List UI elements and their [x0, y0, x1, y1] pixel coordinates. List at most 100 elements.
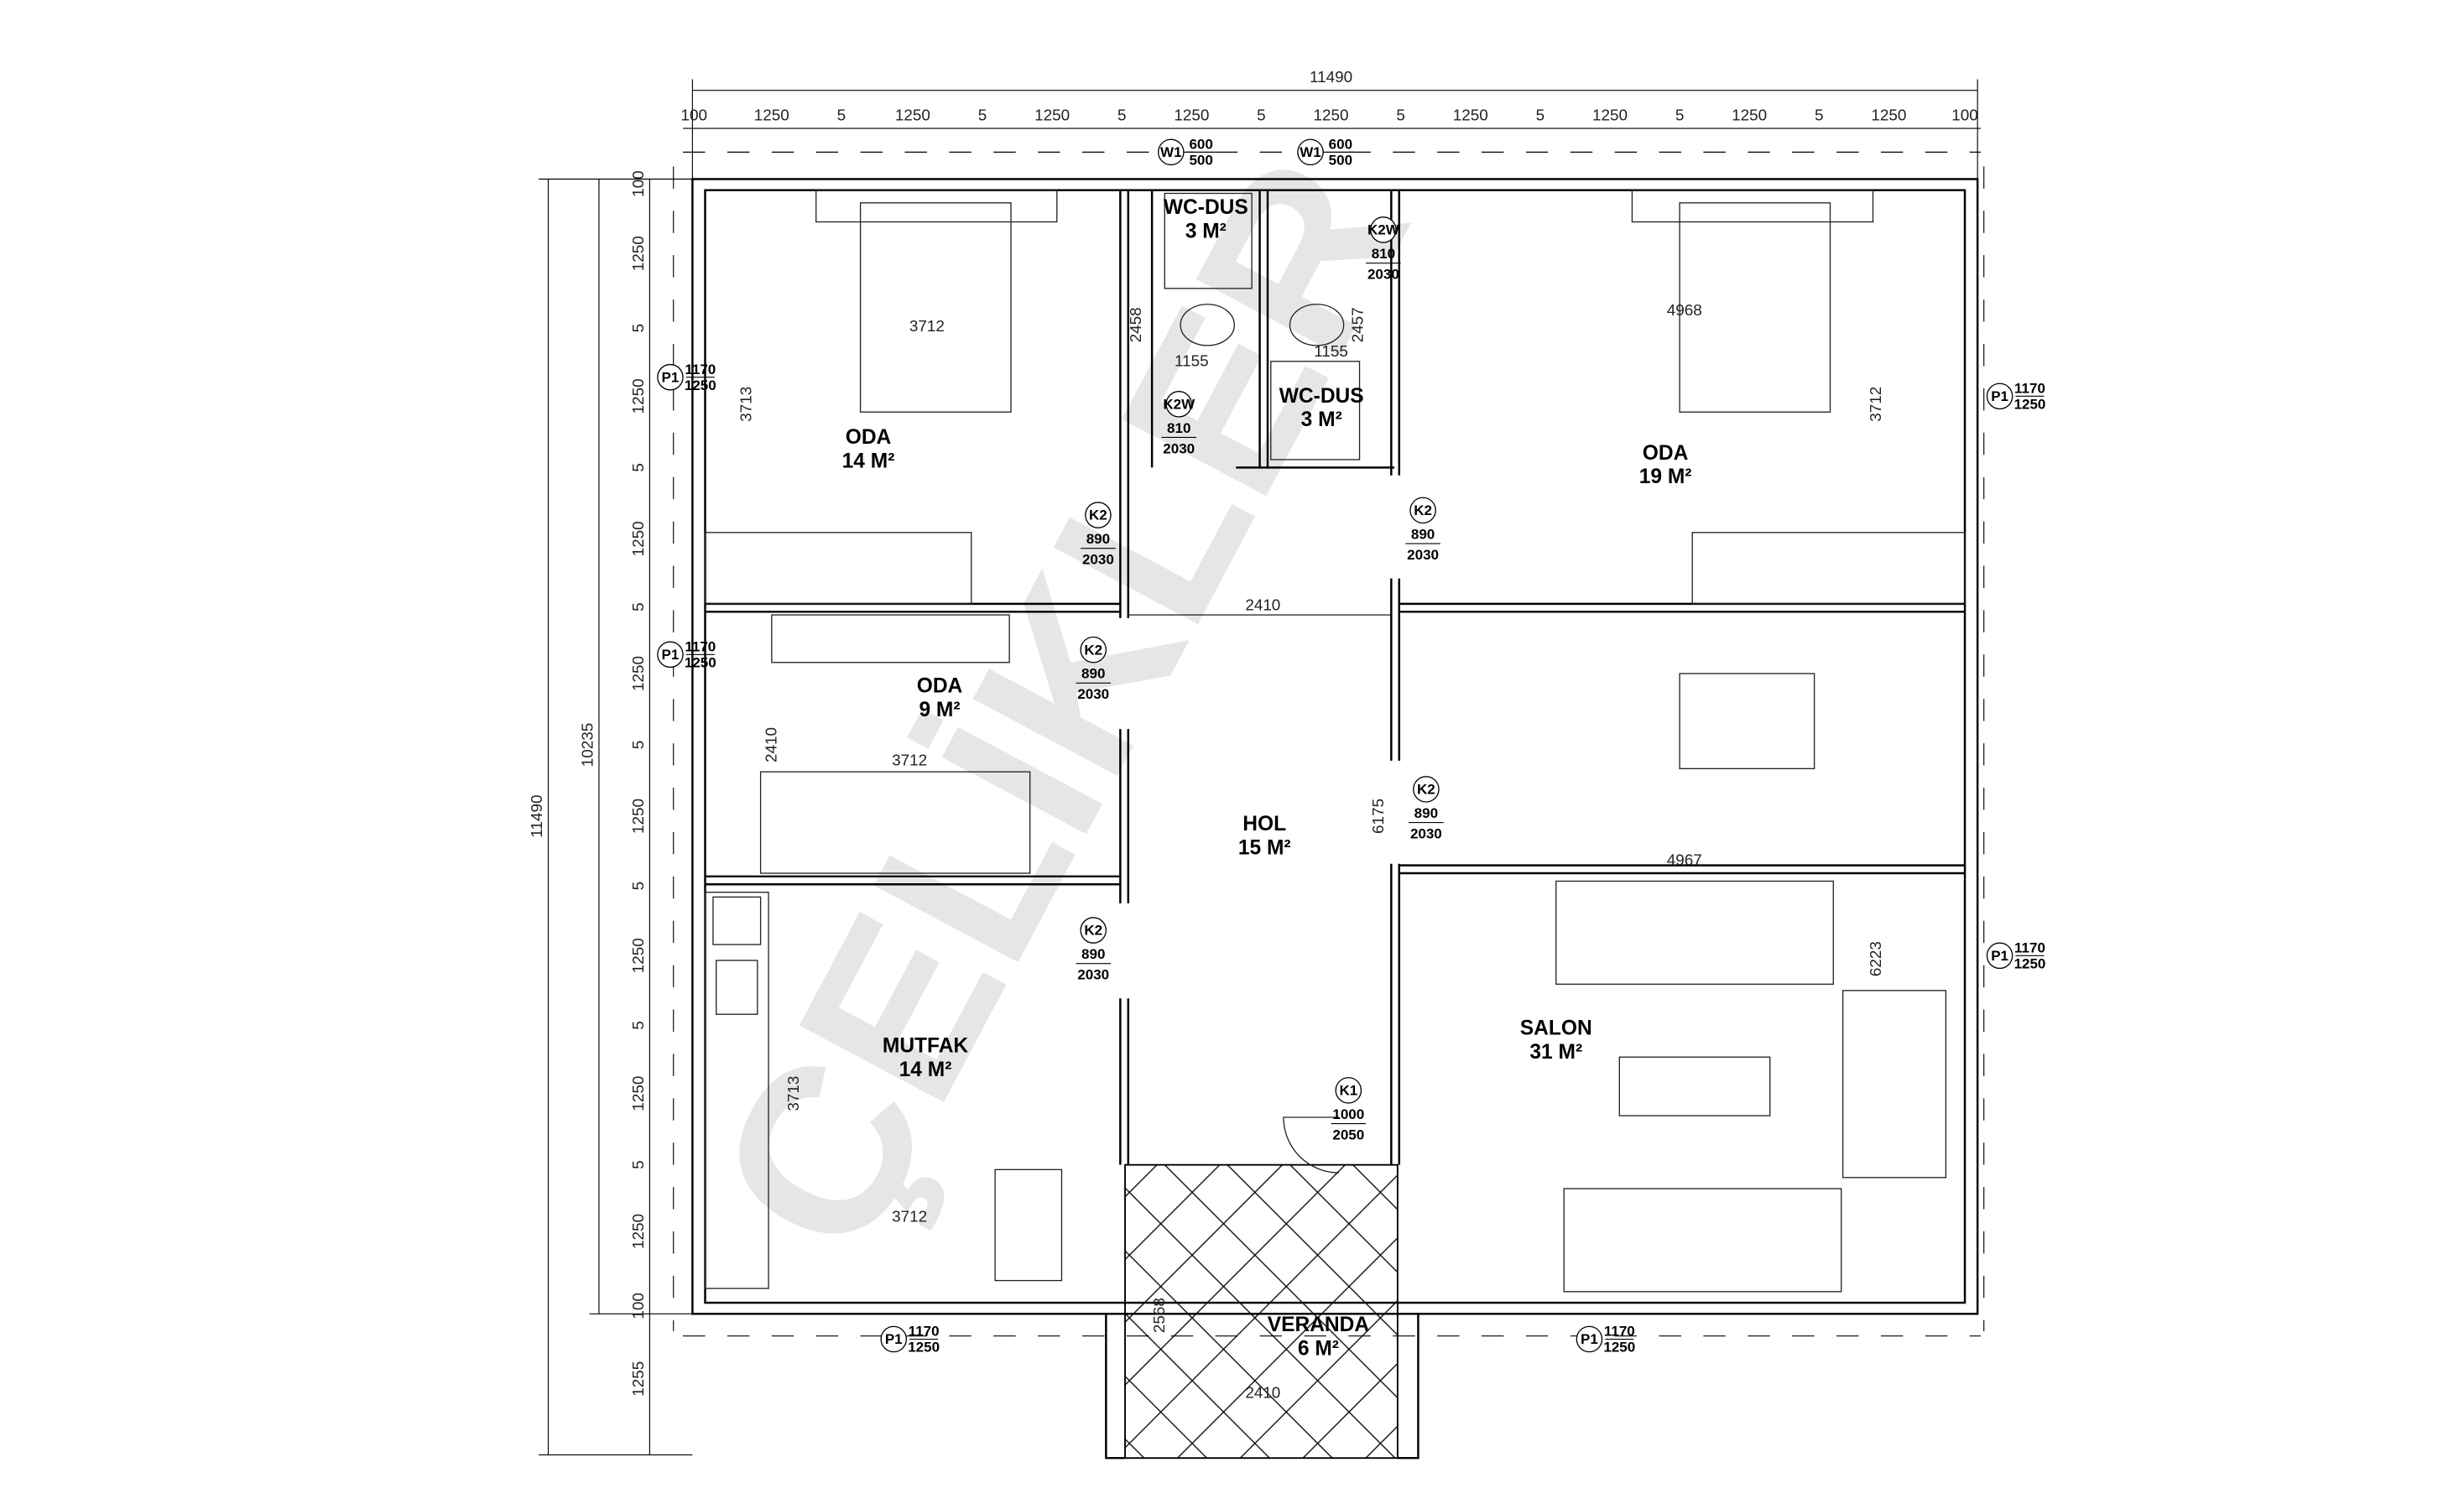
door-code: K2 [1417, 782, 1435, 798]
door-width: 1000 [1332, 1106, 1364, 1122]
left-dim-label: 1250 [630, 521, 648, 556]
inner-dim-label: 4968 [1667, 302, 1702, 320]
wardrobe-right [1691, 532, 1966, 605]
door-height: 2030 [1077, 686, 1109, 702]
door-width: 890 [1411, 526, 1435, 542]
room-name: HOL [1242, 813, 1286, 835]
room-name: SALON [1520, 1017, 1592, 1040]
inner-dim-label: 3713 [737, 387, 755, 422]
window-height: 1250 [685, 377, 716, 393]
door-code: K2 [1084, 642, 1102, 658]
left-dim-label: 1250 [630, 799, 648, 834]
window-tag-circle [1986, 383, 2013, 410]
window-height: 500 [1189, 152, 1212, 168]
window-width: 1170 [685, 639, 716, 655]
window-height: 1250 [2014, 396, 2046, 412]
left-dim-label: 100 [630, 170, 648, 197]
door-tag-circle [1370, 216, 1397, 243]
door-height: 2030 [1163, 440, 1195, 456]
dining-table-kitchen [994, 1168, 1063, 1282]
inner-dim-label: 1155 [1175, 352, 1209, 370]
door-tag-circle [1165, 391, 1192, 418]
sofa-top [1555, 880, 1834, 985]
top-dim-label: 1250 [1732, 107, 1767, 125]
window-tag-circle [1158, 138, 1185, 166]
inner-dim-label: 6175 [1370, 799, 1388, 834]
door-height: 2030 [1082, 552, 1114, 568]
window-code: P1 [885, 1331, 903, 1347]
door-width: 890 [1086, 531, 1110, 547]
room-name: ODA [846, 426, 892, 449]
left-dim-label: 5 [630, 463, 648, 472]
inner-dim-label: 3713 [785, 1076, 803, 1111]
door-width: 890 [1414, 805, 1438, 821]
dimension-lines [539, 79, 1985, 1455]
room-area: 14 M² [842, 450, 895, 472]
top-dim-label: 1250 [1034, 107, 1070, 125]
left-dim-label: 5 [630, 741, 648, 750]
window-tag-circle [1986, 942, 2013, 970]
room-area: 3 M² [1185, 220, 1227, 242]
room-name: WC-DUS [1279, 385, 1364, 408]
top-dim-label: 5 [1257, 107, 1265, 125]
left-dim-label: 1250 [630, 1076, 648, 1111]
top-dim-label: 5 [1815, 107, 1823, 125]
shower-2 [1270, 361, 1361, 461]
inner-dim-label: 3712 [1868, 387, 1885, 422]
room-area: 3 M² [1301, 409, 1342, 431]
window-code: W1 [1160, 144, 1181, 160]
window-tag-circle [1576, 1325, 1603, 1353]
inner-dim-label: 3712 [892, 752, 927, 770]
window-height: 1250 [908, 1340, 940, 1356]
door-code: K1 [1339, 1083, 1357, 1099]
window-width: 1170 [909, 1324, 940, 1340]
left-dim-label: 1250 [630, 938, 648, 973]
overall-height-label: 11490 [529, 794, 546, 837]
veranda-deck [1124, 1163, 1399, 1460]
door-tags: K28902030K28902030K28902030K28902030K289… [1076, 216, 1444, 1142]
bed-right [1679, 202, 1831, 413]
window-code: P1 [662, 647, 680, 663]
coffee-table [1618, 1056, 1771, 1116]
top-dim-label: 5 [1117, 107, 1126, 125]
top-dim-label: 1250 [1314, 107, 1349, 125]
door-height: 2050 [1332, 1127, 1364, 1142]
inner-dim-label: 2410 [1245, 1384, 1280, 1402]
room-area: 31 M² [1529, 1041, 1582, 1064]
door-code: K2W [1163, 396, 1196, 412]
window-tag-circle [880, 1325, 908, 1353]
top-dim-label: 100 [1951, 107, 1977, 125]
inner-dim-label: 2458 [1128, 307, 1145, 342]
door-tag-circle [1080, 636, 1107, 664]
door-tag-circle [1080, 917, 1107, 944]
window-height: 1250 [2014, 955, 2046, 971]
sofa-bottom [1563, 1188, 1842, 1293]
window-width: 1170 [1604, 1324, 1635, 1340]
room-name: VERANDA [1268, 1314, 1370, 1336]
door-width: 810 [1372, 246, 1395, 262]
shower-1 [1164, 192, 1253, 289]
window-tag-circle [1297, 138, 1324, 166]
room-area: 19 M² [1639, 466, 1692, 488]
top-dim-label: 1250 [895, 107, 930, 125]
top-dim-label: 5 [837, 107, 846, 125]
kitchen-counter [704, 892, 769, 1289]
